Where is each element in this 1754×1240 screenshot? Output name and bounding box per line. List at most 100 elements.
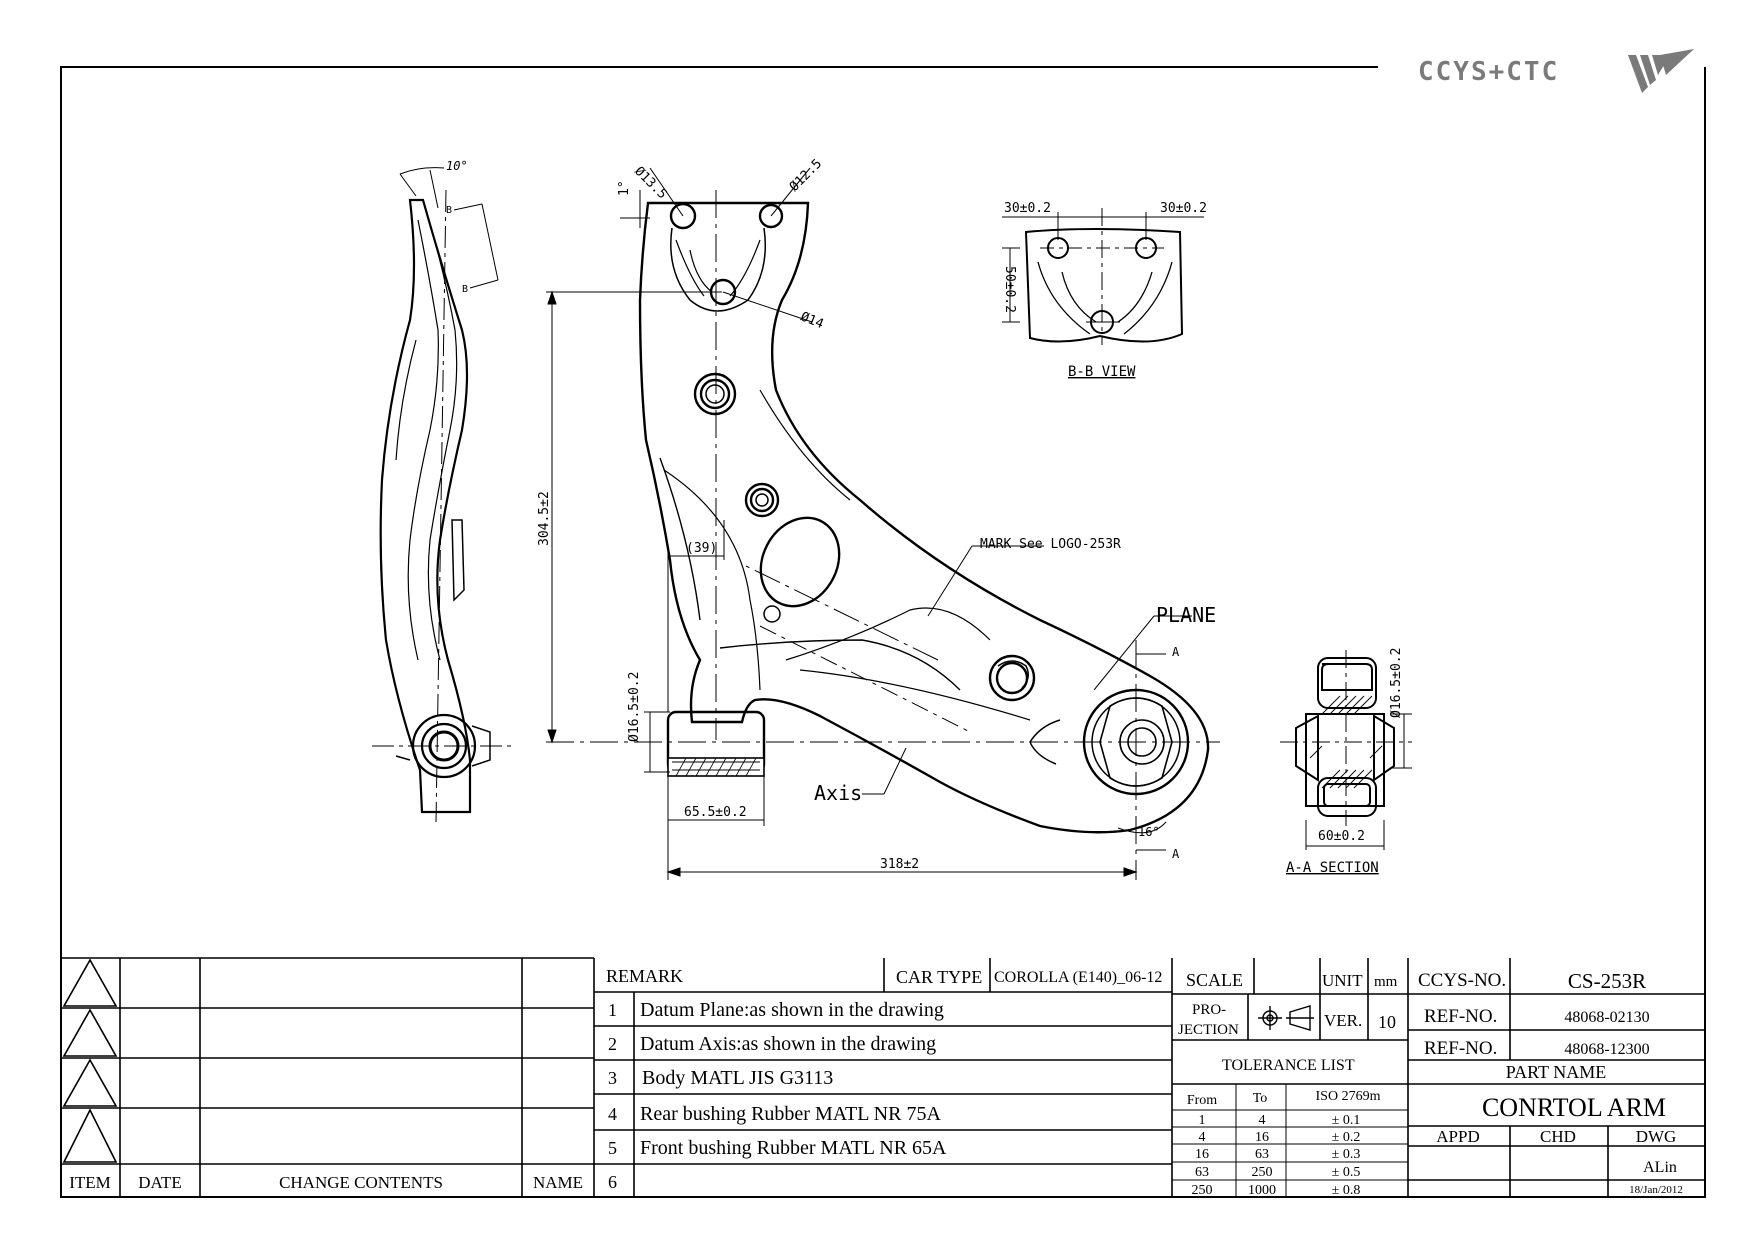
unit-value: mm [1374,974,1398,990]
side-section-mark-1: B [446,205,452,216]
aa-section-hatch [1309,695,1383,789]
projection-symbol-icon [1258,1005,1314,1031]
tol-header-iso: ISO 2769m [1316,1089,1381,1104]
title-block-text: CCYS-NO. CS-253R REF-NO. 48068-02130 REF… [1418,969,1683,1196]
ref1-label: REF-NO. [1424,1006,1497,1027]
side-view [372,167,512,823]
remarks-table [594,958,1173,1197]
remark-no-6: 6 [608,1172,617,1192]
dim-height-label: 304.5±2 [537,491,552,546]
sheet-frame [60,66,1706,1198]
remark-no-5: 5 [608,1138,617,1158]
chd-label: CHD [1540,1127,1576,1146]
aa-section-title: A-A SECTION [1286,860,1379,876]
main-view [638,201,1210,834]
logo-mark-icon [1628,49,1694,93]
hole-dim-12-5: Ø12.5 [787,156,825,194]
tol-to-3: 63 [1255,1147,1269,1162]
drawing-date: 18/Jan/2012 [1629,1184,1683,1196]
tol-header-to: To [1253,1091,1268,1106]
main-view-labels: Ø13.5 Ø12.5 Ø14 1° 304.5±2 (39) Ø16.5±0.… [537,156,1216,872]
side-view-labels: 10° B B [446,159,468,295]
ref1-value: 48068-02130 [1564,1009,1649,1026]
tol-to-4: 250 [1252,1165,1273,1180]
remark-text-3: Body MATL JIS G3113 [642,1067,833,1089]
car-type-label: CAR TYPE [896,967,982,987]
axis-label: Axis [814,781,862,805]
main-view-dims [546,167,1220,880]
section-a-top: A [1172,645,1180,659]
section-a-bottom: A [1172,847,1180,861]
remark-text-1: Datum Plane:as shown in the drawing [640,999,944,1021]
aa-dim-dia: Ø16.5±0.2 [1389,648,1404,718]
tol-val-1: ± 0.1 [1332,1113,1361,1128]
ver-value: 10 [1378,1012,1396,1032]
bb-view-title: B-B VIEW [1068,364,1136,380]
rev-header-date: DATE [138,1173,181,1192]
revision-headers: ITEM DATE CHANGE CONTENTS NAME [69,1173,583,1192]
rev-header-name: NAME [533,1173,583,1192]
ref2-label: REF-NO. [1424,1038,1497,1059]
unit-label: UNIT [1322,971,1363,990]
bb-dim-vertical: 50±0.2 [1002,266,1017,313]
bb-view [1002,208,1204,345]
side-section-mark-2: B [462,284,468,295]
tol-val-4: ± 0.5 [1332,1165,1361,1180]
remark-text-2: Datum Axis:as shown in the drawing [640,1033,936,1055]
aa-section [1280,650,1412,850]
arm-outline [638,201,1210,834]
logo-text: CCYS+CTC [1418,57,1559,87]
tol-val-2: ± 0.2 [1332,1130,1361,1145]
bb-dim-left: 30±0.2 [1004,201,1051,216]
dim-bushing-dia-label: Ø16.5±0.2 [627,672,642,742]
remark-no-3: 3 [608,1068,617,1088]
remark-no-1: 1 [608,1000,617,1020]
angle-16-label: 16° [1138,825,1160,839]
drawn-by: ALin [1643,1159,1677,1176]
appd-label: APPD [1436,1127,1479,1146]
tol-to-2: 16 [1255,1130,1269,1145]
angle-1-label: 1° [617,180,632,196]
aa-section-labels: Ø16.5±0.2 60±0.2 A-A SECTION [1286,648,1404,876]
part-name-value: CONRTOL ARM [1482,1093,1666,1122]
rev-header-change: CHANGE CONTENTS [279,1173,443,1192]
remark-no-4: 4 [608,1104,617,1124]
dim-bushing-len-label: 65.5±0.2 [684,805,747,820]
rev-header-item: ITEM [69,1173,111,1192]
tol-to-1: 4 [1259,1113,1266,1128]
tol-val-5: ± 0.8 [1332,1183,1361,1198]
mark-note: MARK See LOGO-253R [980,537,1121,552]
tol-val-3: ± 0.3 [1332,1147,1361,1162]
projection-label-2: JECTION [1178,1022,1239,1038]
hole-dim-14: Ø14 [798,309,826,332]
tol-from-3: 16 [1195,1147,1209,1162]
dim-length-label: 318±2 [880,857,919,872]
hole-dim-13-5: Ø13.5 [631,164,669,202]
tol-from-4: 63 [1195,1165,1209,1180]
dwg-label: DWG [1636,1127,1677,1146]
scale-block-text: SCALE UNIT mm PRO- JECTION VER. 10 TOLER… [1178,970,1398,1198]
ccys-label: CCYS-NO. [1418,970,1506,991]
aa-dim-width: 60±0.2 [1318,829,1365,844]
title-block [1408,958,1705,1197]
plane-label: PLANE [1156,603,1216,627]
tol-header-from: From [1187,1093,1217,1108]
remark-text-5: Front bushing Rubber MATL NR 65A [640,1137,947,1159]
tol-from-2: 4 [1199,1130,1206,1145]
brand-logo: CCYS+CTC [1418,49,1694,93]
scale-label: SCALE [1186,970,1243,990]
remarks-text: REMARK CAR TYPE COROLLA (E140)_06-12 1 D… [606,966,1162,1192]
tolerance-title: TOLERANCE LIST [1222,1057,1355,1074]
side-angle-label: 10° [446,159,468,173]
bb-dim-right: 30±0.2 [1160,201,1207,216]
ccys-value: CS-253R [1568,969,1646,993]
tol-from-1: 1 [1199,1113,1206,1128]
car-type-value: COROLLA (E140)_06-12 [994,969,1162,986]
ver-label: VER. [1324,1011,1362,1030]
remark-text-4: Rear bushing Rubber MATL NR 75A [640,1103,941,1125]
scale-block [1172,958,1409,1197]
remark-no-2: 2 [608,1034,617,1054]
front-bushing-hatch [675,757,757,777]
remark-title: REMARK [606,966,683,986]
